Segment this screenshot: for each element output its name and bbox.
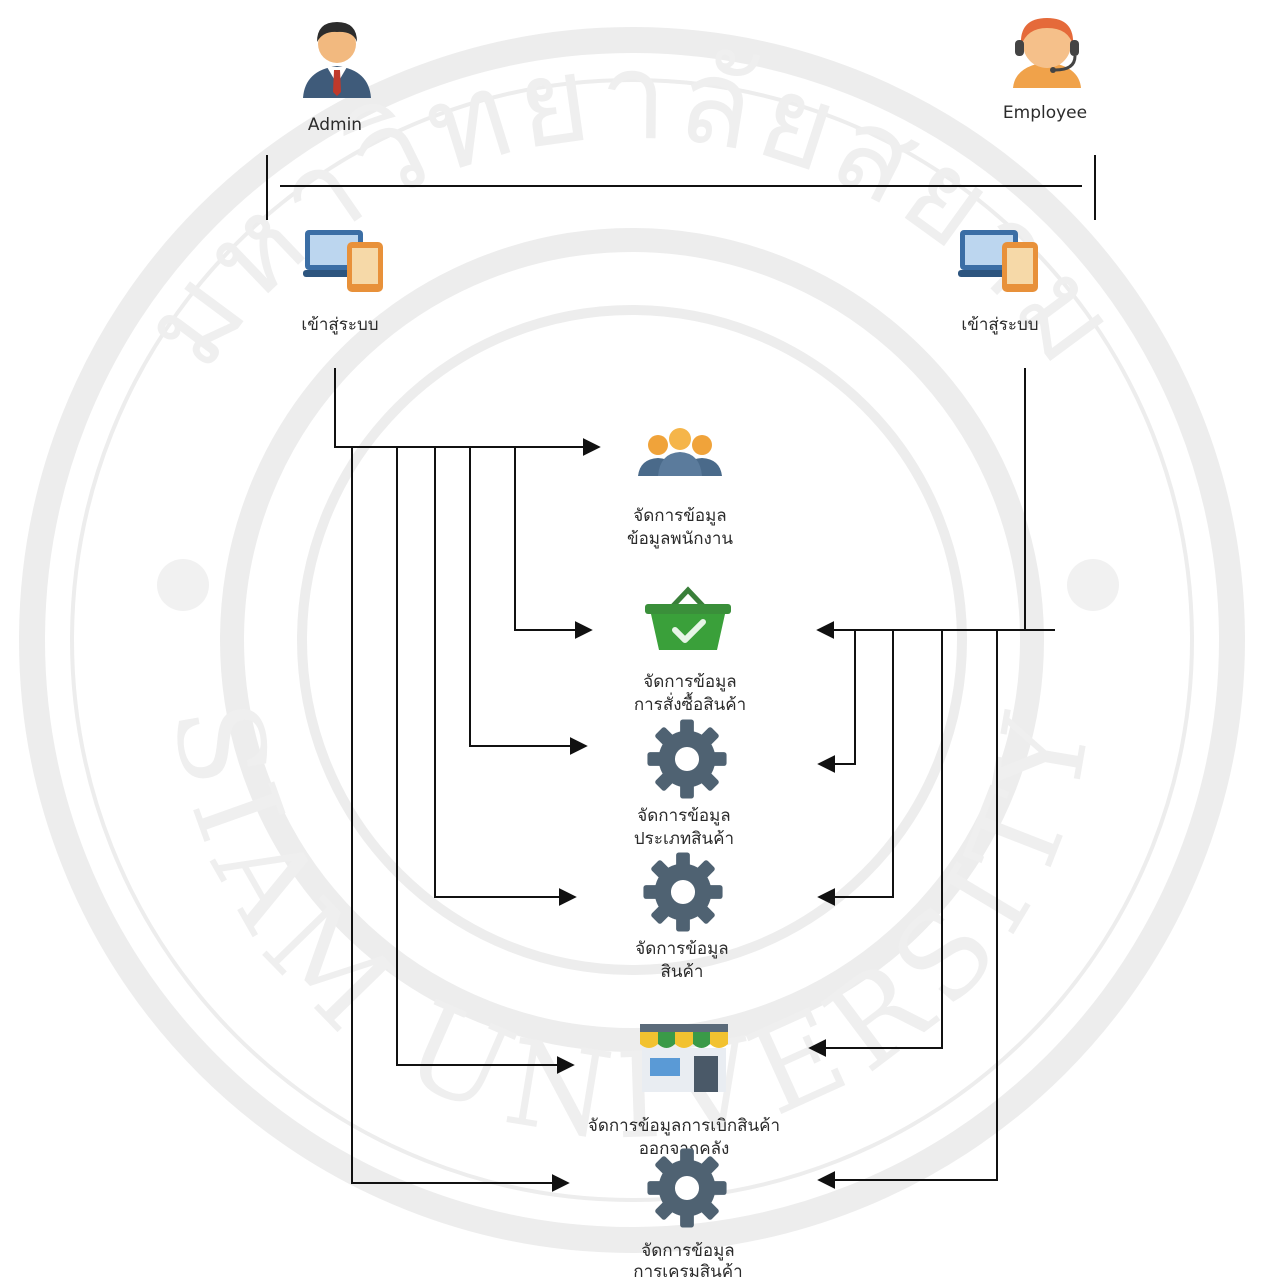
employee-avatar-icon xyxy=(1013,18,1081,88)
module-withdraw-line1: จัดการข้อมูลการเบิกสินค้า xyxy=(587,1116,781,1136)
module-category-line2: ประเภทสินค้า xyxy=(633,829,735,849)
employee-trunk-connector xyxy=(1024,368,1055,631)
employee-device-icon xyxy=(958,230,1038,292)
module-product-line2: สินค้า xyxy=(660,962,704,982)
module-claim-line2: การเครมสินค้า xyxy=(633,1262,743,1282)
admin-device-icon xyxy=(303,230,383,292)
admin-to-employee-data-connector xyxy=(334,368,601,456)
module-claim-line1: จัดการข้อมูล xyxy=(641,1241,735,1261)
employee-to-category-connector xyxy=(817,630,856,773)
admin-login-label: เข้าสู่ระบบ xyxy=(301,315,379,335)
module-employee-data-line1: จัดการข้อมูล xyxy=(633,506,727,526)
employee-to-claim-connector xyxy=(817,630,998,1189)
admin-to-withdraw-connector xyxy=(396,447,575,1074)
gear-icon xyxy=(643,852,723,932)
admin-to-claim-connector xyxy=(351,447,570,1192)
module-purchase-line2: การสั่งซื้อสินค้า xyxy=(633,695,747,715)
module-employee-data-line2: ข้อมูลพนักงาน xyxy=(626,529,734,549)
gear-icon xyxy=(647,1148,727,1228)
employee-to-withdraw-connector xyxy=(808,630,943,1057)
basket-check-icon xyxy=(645,586,731,650)
module-product-line1: จัดการข้อมูล xyxy=(635,939,729,959)
module-purchase-line1: จัดการข้อมูล xyxy=(643,672,737,692)
module-category-line1: จัดการข้อมูล xyxy=(637,806,731,826)
people-group-icon xyxy=(638,428,722,476)
admin-label: Admin xyxy=(307,115,363,135)
store-icon xyxy=(640,1024,728,1092)
gear-icon xyxy=(647,719,727,799)
employee-label: Employee xyxy=(1002,103,1088,123)
admin-to-product-connector xyxy=(434,447,577,906)
employee-login-label: เข้าสู่ระบบ xyxy=(961,315,1039,335)
admin-to-category-connector xyxy=(469,447,588,755)
admin-avatar-icon xyxy=(303,22,371,98)
admin-to-purchase-connector xyxy=(514,447,593,639)
employee-to-product-connector xyxy=(817,630,894,906)
